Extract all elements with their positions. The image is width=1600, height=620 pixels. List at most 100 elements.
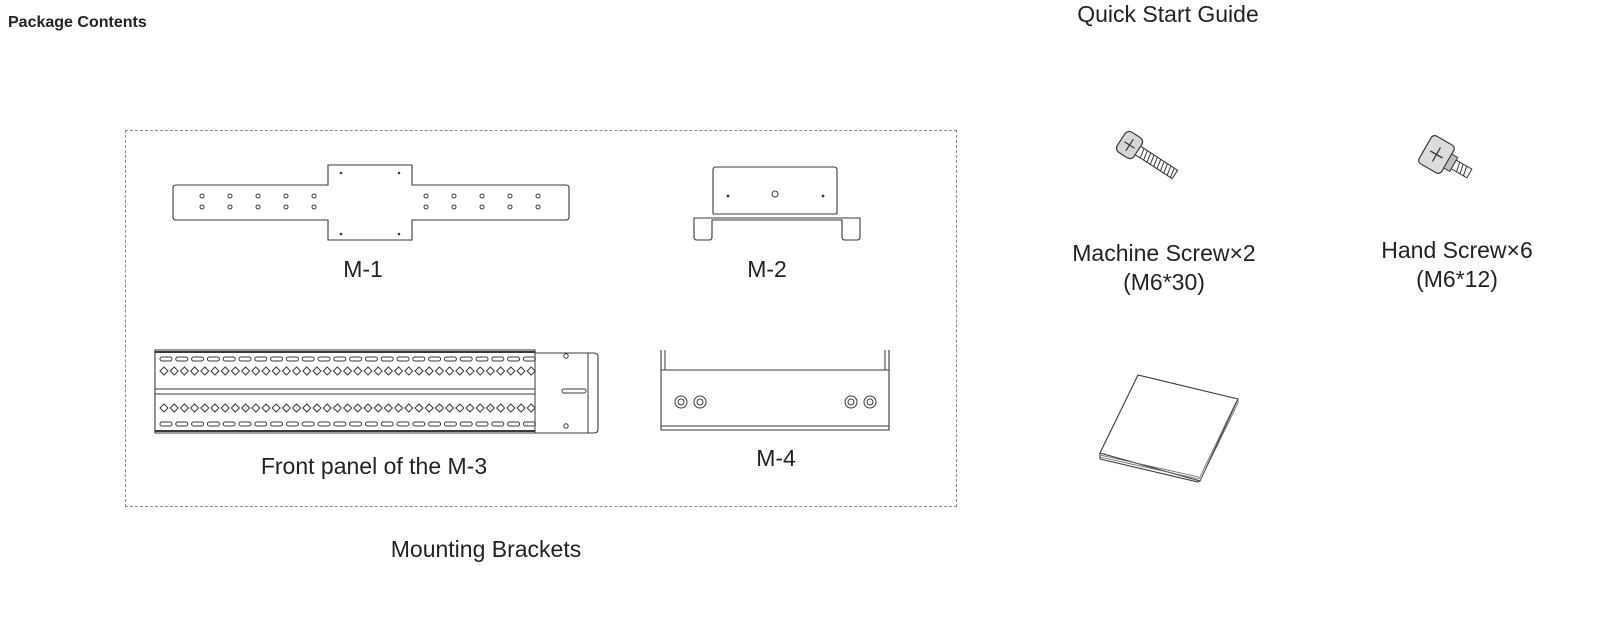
m3-perforation [313, 367, 321, 375]
m3-perforation [497, 367, 505, 375]
m3-perforation [456, 367, 464, 375]
m3-perforation [170, 367, 178, 375]
mounting-brackets-group-frame [125, 130, 957, 507]
hand-screw-label: Hand Screw×6 (M6*12) [1381, 237, 1533, 292]
m3-perforation [201, 404, 209, 412]
m3-slot [207, 422, 219, 426]
m1-mounting-hole [200, 205, 204, 209]
m2-label: M-2 [747, 256, 787, 282]
m3-slot [460, 422, 472, 426]
m3-perforation [395, 367, 403, 375]
m3-perforation [344, 404, 352, 412]
m1-mounting-hole [312, 194, 316, 198]
m3-perforation [262, 404, 270, 412]
m3-perforation [323, 367, 331, 375]
m3-slot [523, 422, 535, 426]
m3-perforation [293, 404, 301, 412]
m1-mounting-hole [284, 194, 288, 198]
m3-perforation [446, 367, 454, 375]
m3-slot [207, 357, 219, 361]
m3-perforation [180, 367, 188, 375]
m3-perforation [466, 404, 474, 412]
m3-perforation [415, 404, 423, 412]
m3-slot [476, 357, 488, 361]
m1-mounting-hole [480, 194, 484, 198]
m3-perforation [364, 404, 372, 412]
m3-perforation [374, 367, 382, 375]
m3-slot [239, 422, 251, 426]
m3-slot [365, 422, 377, 426]
m3-slot [460, 357, 472, 361]
m1-mounting-hole [424, 194, 428, 198]
m1-mounting-hole [284, 205, 288, 209]
quick-start-guide-icon [1096, 371, 1242, 483]
m3-perforation [272, 367, 280, 375]
m3-perforation [435, 404, 443, 412]
m3-perforation [180, 404, 188, 412]
m3-slot [176, 422, 188, 426]
m3-perforation [405, 367, 413, 375]
m3-slot [444, 422, 456, 426]
m3-slot [318, 357, 330, 361]
m3-perforation [191, 404, 199, 412]
m3-slot [192, 357, 204, 361]
m3-perforation [466, 367, 474, 375]
m3-perforation [252, 404, 260, 412]
m3-perforation [293, 367, 301, 375]
m3-perforation [313, 404, 321, 412]
m1-mounting-hole [256, 205, 260, 209]
m3-slot [429, 357, 441, 361]
m3-slot [508, 357, 520, 361]
m3-perforation [384, 404, 392, 412]
m3-perforation [191, 367, 199, 375]
m3-slot [255, 357, 267, 361]
m1-mounting-hole [480, 205, 484, 209]
m3-label: Front panel of the M-3 [260, 453, 488, 479]
m3-perforation [527, 367, 535, 375]
m4-bracket-illustration [659, 348, 893, 432]
m3-slot [286, 422, 298, 426]
m3-perforation [303, 404, 311, 412]
m3-perforation [160, 367, 168, 375]
m3-perforation [211, 367, 219, 375]
m1-mounting-hole [200, 194, 204, 198]
m1-mounting-hole [508, 205, 512, 209]
m3-slot [397, 357, 409, 361]
m3-slot [271, 357, 283, 361]
m3-slot [381, 357, 393, 361]
m3-slot [350, 357, 362, 361]
m3-perforation [323, 404, 331, 412]
m3-slot [176, 357, 188, 361]
m3-slot [381, 422, 393, 426]
m3-perforation [282, 367, 290, 375]
m3-perforation [507, 367, 515, 375]
m3-perforation [507, 404, 515, 412]
m3-perforation [517, 404, 525, 412]
m3-perforation [252, 367, 260, 375]
m1-mounting-hole [424, 205, 428, 209]
m3-slot [318, 422, 330, 426]
m3-perforation [354, 367, 362, 375]
m3-perforation [395, 404, 403, 412]
m3-perforation [446, 404, 454, 412]
m1-mounting-hole [312, 205, 316, 209]
m3-perforation [425, 367, 433, 375]
m3-slot [350, 422, 362, 426]
m3-slot [492, 422, 504, 426]
m3-slot [239, 357, 251, 361]
quick-start-guide-label: Quick Start Guide [1077, 1, 1259, 27]
m3-perforation [242, 404, 250, 412]
m3-perforation [405, 404, 413, 412]
m3-slot [302, 422, 314, 426]
m3-slot [271, 422, 283, 426]
m3-perforation [486, 404, 494, 412]
m3-perforation [333, 367, 341, 375]
hand-screw-icon [1416, 134, 1482, 186]
m3-slot [302, 357, 314, 361]
m3-slot [334, 422, 346, 426]
m3-perforation [231, 404, 239, 412]
m1-bracket-illustration [172, 164, 570, 242]
m3-perforation [262, 367, 270, 375]
m1-mounting-hole [228, 205, 232, 209]
m3-slot [192, 422, 204, 426]
